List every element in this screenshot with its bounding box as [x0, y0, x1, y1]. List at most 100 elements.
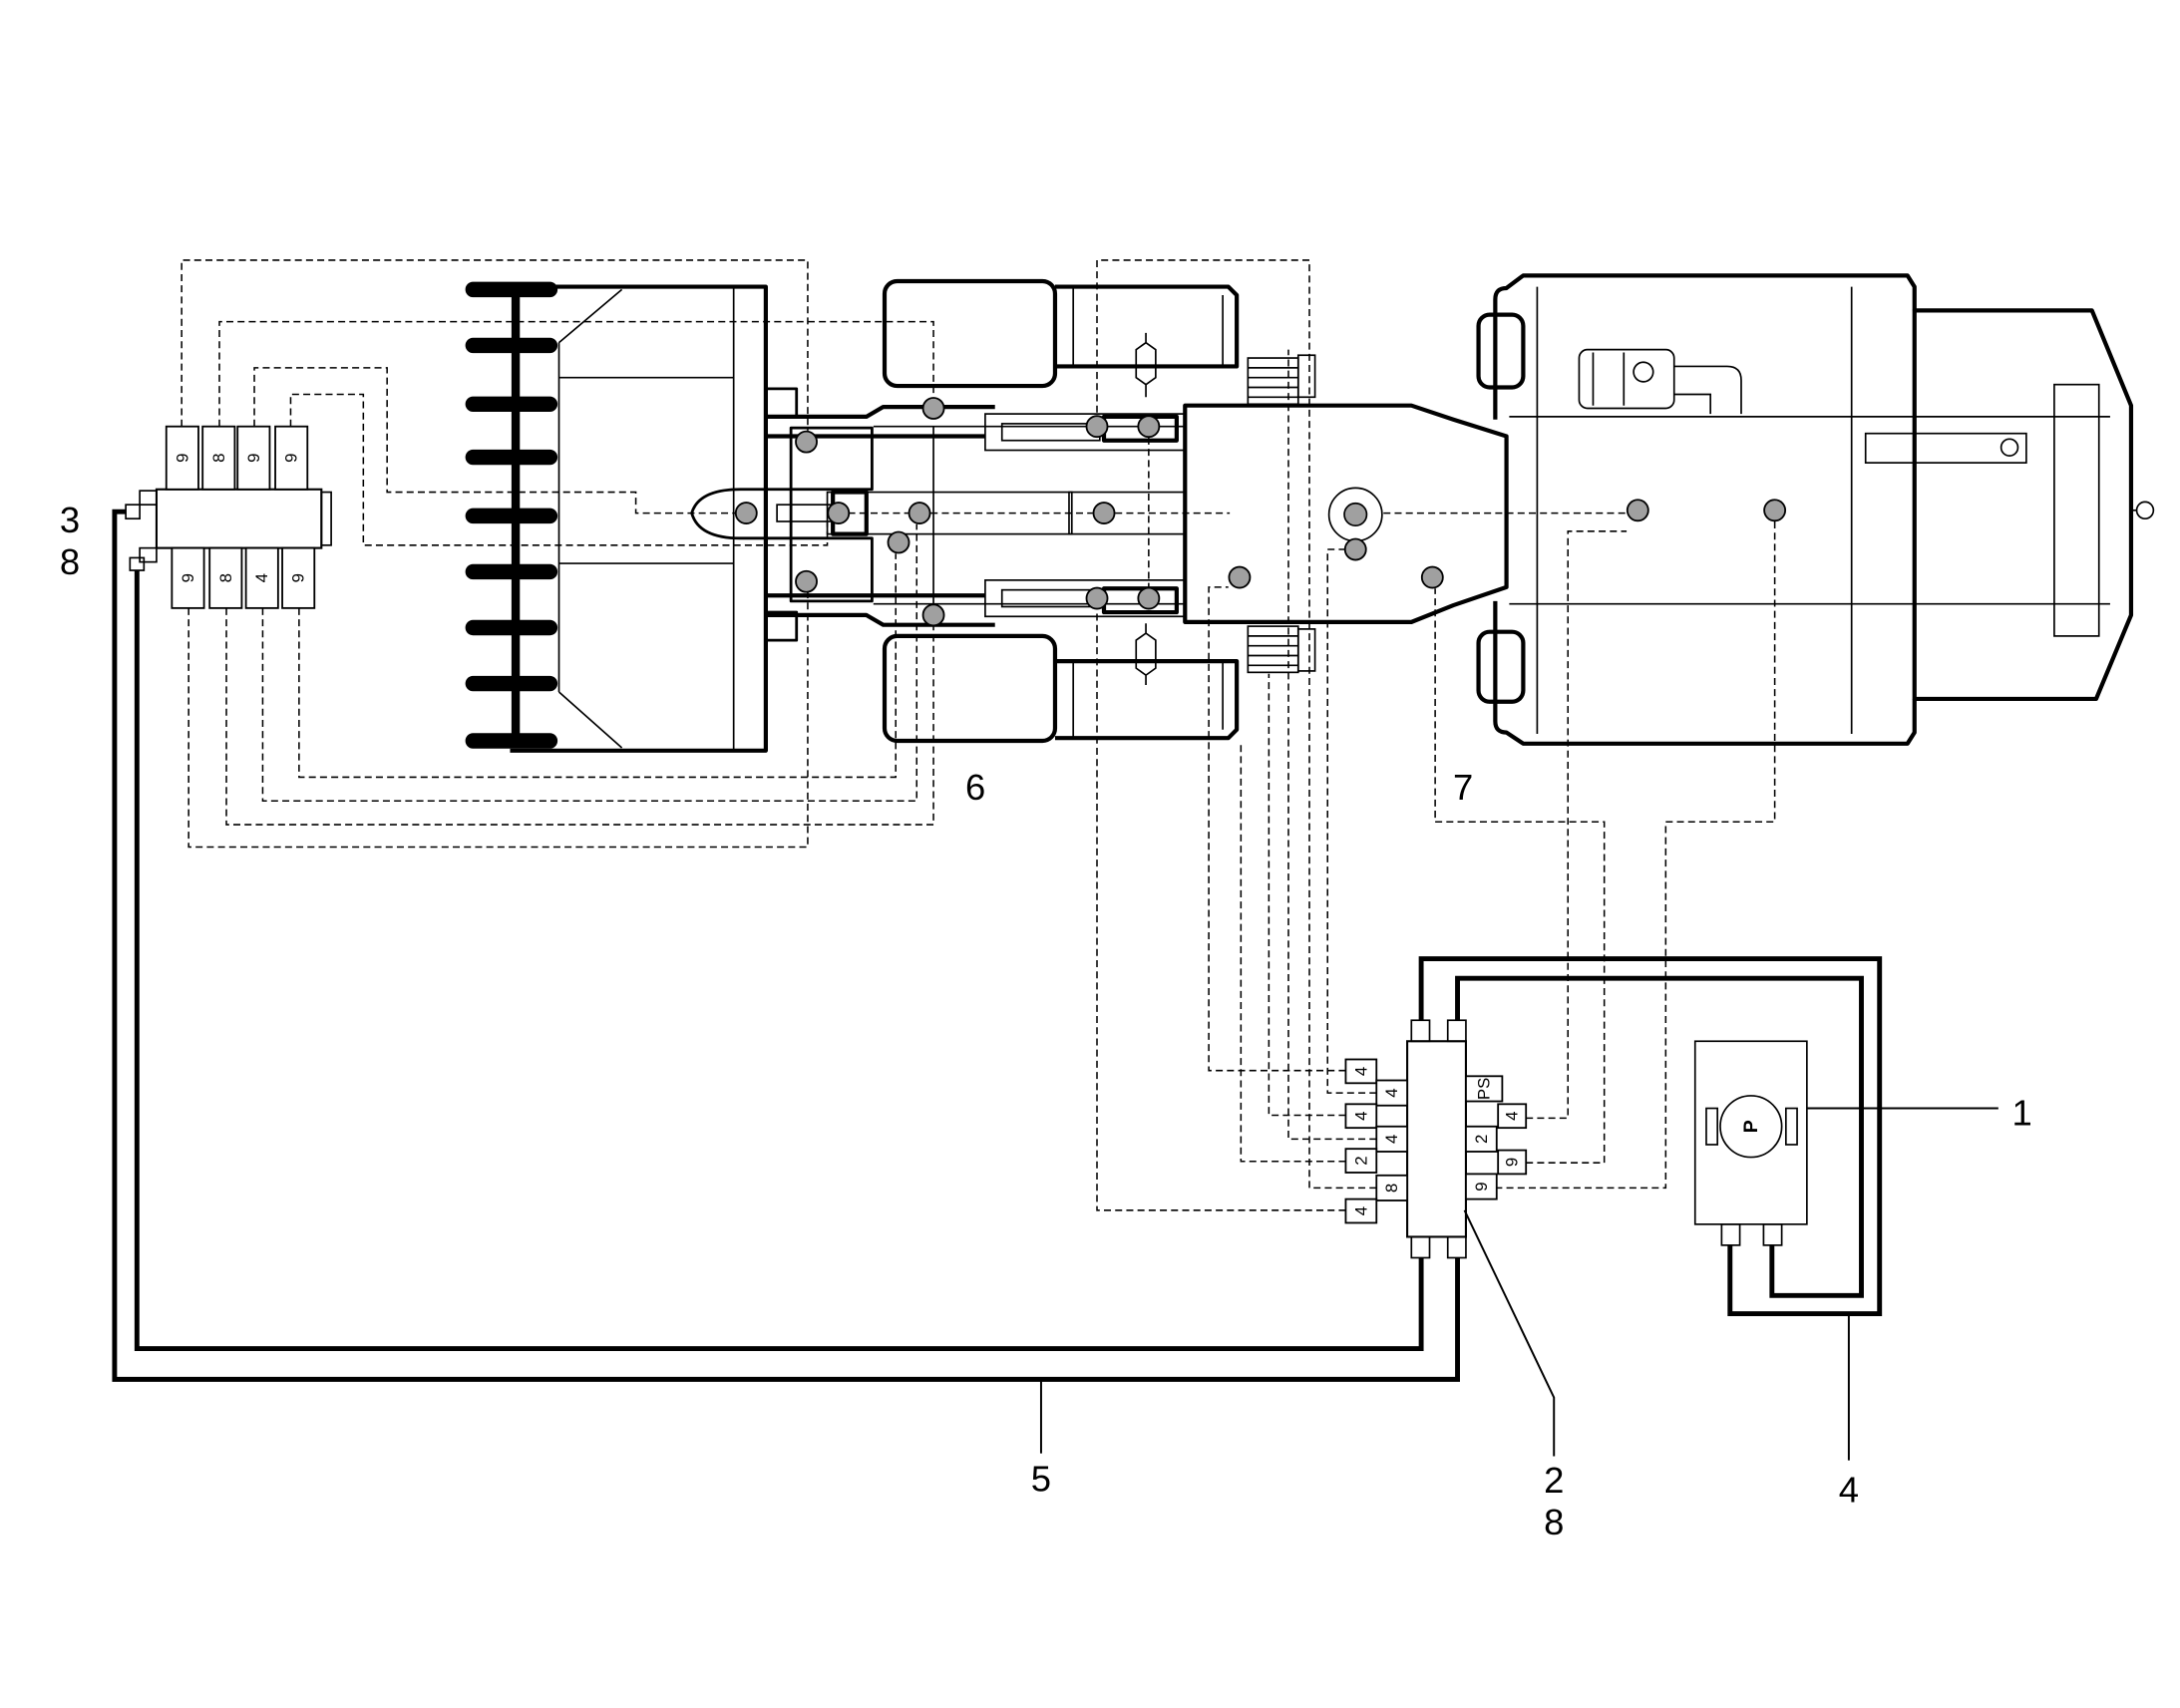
articulation-lower-pin	[1296, 628, 1316, 672]
main-outlet: 4	[1344, 1103, 1378, 1130]
articulation-lower-hatch	[1248, 635, 1298, 667]
main-outlet: 2	[1465, 1125, 1498, 1153]
main-outlet-box	[1344, 1103, 1378, 1130]
supply-hose-outer	[112, 509, 1460, 1382]
callout-label: 5	[1031, 1458, 1051, 1499]
bucket-tooth	[465, 508, 558, 524]
inlet-fitting	[139, 546, 158, 563]
lube-line	[187, 592, 809, 849]
main-outlet-label: 2	[1472, 1135, 1491, 1144]
leader-line	[1463, 1209, 1556, 1457]
bucket-tooth	[465, 449, 558, 466]
secondary-distributor-body	[155, 488, 323, 549]
main-outlet: 2	[1344, 1148, 1378, 1174]
secondary-outlet-label: 9	[244, 454, 263, 463]
pump-motor	[1719, 1095, 1783, 1159]
main-outlet: 9	[1465, 1173, 1498, 1200]
lube-line	[1287, 349, 1377, 1141]
main-outlet-label: 4	[1351, 1112, 1370, 1121]
callout-label: 4	[1839, 1470, 1859, 1511]
bucket-teeth	[465, 281, 558, 749]
articulation-joints	[1247, 354, 1316, 674]
secondary-outlet: 9	[236, 425, 271, 491]
lube-point	[827, 502, 851, 525]
main-outlet-box	[1344, 1148, 1378, 1174]
lube-point	[1137, 415, 1161, 439]
pump-bracket	[1784, 1107, 1798, 1146]
lube-line	[253, 367, 736, 514]
main-outlet-box	[1465, 1125, 1498, 1153]
secondary-outlet: 4	[244, 546, 279, 609]
callout-label: 6	[965, 767, 985, 808]
inlet-fitting	[125, 504, 141, 520]
front-hub-upper	[1054, 284, 1240, 369]
lube-point	[1420, 565, 1444, 589]
secondary-outlet-label: 9	[289, 573, 308, 582]
main-outlet-box	[1375, 1174, 1409, 1201]
lube-line	[1208, 586, 1346, 1072]
front-axle	[882, 278, 1240, 744]
secondary-outlet: 9	[165, 425, 199, 491]
pump-hose-inner	[1455, 975, 1864, 1298]
secondary-outlet: 9	[281, 546, 316, 609]
bucket-link-lower	[789, 536, 874, 603]
main-outlet-label: 4	[1351, 1206, 1370, 1215]
main-outlet-label: 9	[1503, 1158, 1522, 1167]
lube-point	[1763, 499, 1787, 522]
main-outlet: 9	[1497, 1149, 1528, 1176]
lube-line	[1526, 530, 1628, 1120]
bucket-tooth	[465, 619, 558, 636]
bucket-tooth	[465, 675, 558, 692]
secondary-outlet: 9	[171, 546, 205, 609]
lube-line	[225, 607, 934, 826]
lube-point	[887, 530, 910, 554]
lube-point	[921, 397, 945, 420]
main-outlet: 4	[1344, 1197, 1378, 1224]
counterweight-detail	[2053, 416, 2110, 605]
air-pipe	[1673, 365, 1742, 415]
leader-lines	[1039, 1107, 1998, 1461]
main-outlet: 4	[1344, 1058, 1378, 1085]
lube-line	[261, 523, 918, 803]
lube-point	[795, 430, 818, 454]
rear-section	[1476, 273, 2155, 746]
bucket-tooth	[465, 337, 558, 354]
hood-grille-bolt	[1999, 438, 2019, 457]
main-outlet-box	[1497, 1103, 1528, 1130]
oscillation-hub-center	[1343, 502, 1368, 527]
articulation-upper-hatch	[1248, 367, 1298, 399]
secondary-outlet-label: 8	[216, 573, 235, 582]
articulation-upper-pin	[1296, 354, 1316, 399]
bucket-lug	[764, 610, 799, 642]
inlet-fitting	[129, 556, 146, 571]
tilt-cylinder-rod	[776, 504, 835, 522]
bucket-detail	[557, 286, 735, 751]
pump-fitting	[1720, 1222, 1741, 1246]
front-tire-upper	[882, 278, 1058, 389]
counterweight	[1912, 308, 2134, 702]
lift-arm-upper	[765, 404, 995, 439]
main-outlet: 4	[1375, 1125, 1409, 1153]
secondary-outlet: 9	[274, 425, 309, 491]
callout-label: 8	[60, 541, 80, 582]
main-outlet-box	[1344, 1058, 1378, 1085]
lube-line	[1326, 548, 1377, 1094]
main-outlet-box	[1497, 1149, 1528, 1176]
pump-bracket	[1705, 1107, 1719, 1146]
pump-housing	[1693, 1040, 1808, 1225]
bucket	[465, 281, 799, 753]
main-outlet-box	[1375, 1079, 1409, 1107]
main-outlet-box	[1375, 1125, 1409, 1153]
secondary-outlet-label: 9	[282, 454, 301, 463]
front-hub-lower	[1054, 659, 1240, 741]
lube-point	[1092, 502, 1116, 525]
bucket-tooth	[465, 563, 558, 580]
main-outlet: 8	[1375, 1174, 1409, 1201]
lube-line	[218, 320, 934, 427]
main-distributor-fitting	[1410, 1019, 1431, 1043]
main-distributor-fitting	[1446, 1235, 1467, 1259]
counterweight-bumper	[2053, 383, 2100, 637]
rear-hub-lower	[1476, 629, 1526, 704]
